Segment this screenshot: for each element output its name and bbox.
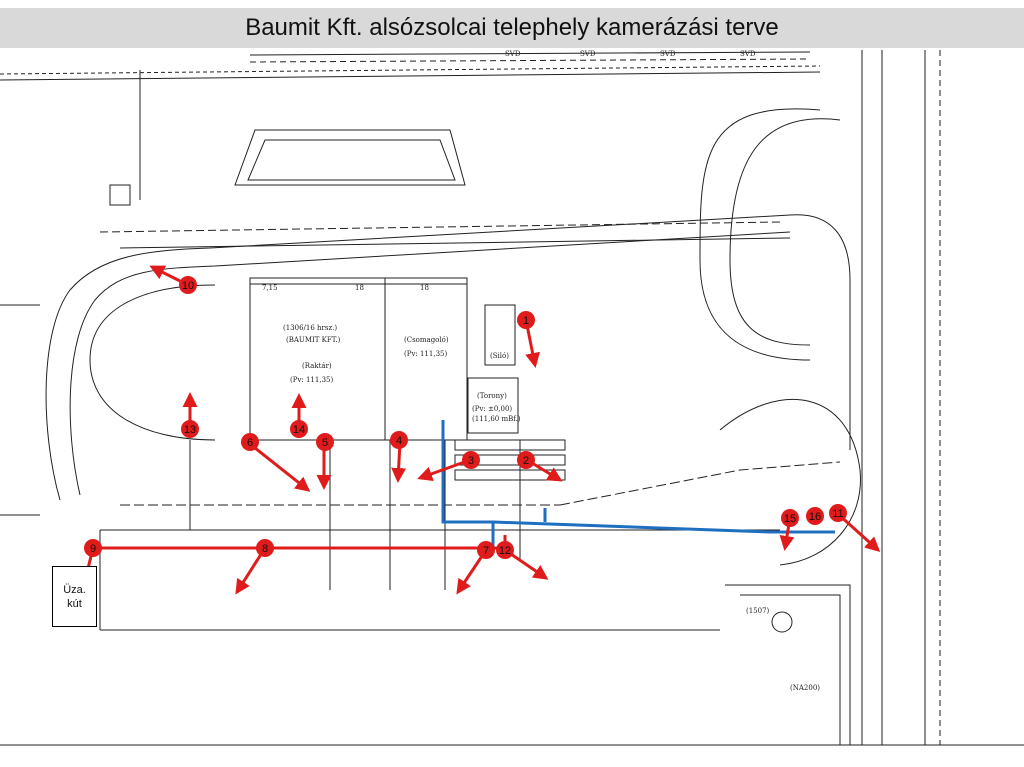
label-building-owner: (BAUMIT KFT.): [286, 336, 341, 344]
svg-text:2: 2: [523, 455, 529, 467]
camera-marker[interactable]: 12: [496, 541, 514, 559]
camera-cabling: [93, 420, 835, 550]
camera-marker[interactable]: 2: [517, 451, 535, 469]
page-title: Baumit Kft. alsózsolcai telephely kamerá…: [245, 14, 779, 41]
label-svd-2: SVD: [580, 50, 596, 58]
camera-marker[interactable]: 10: [179, 276, 197, 294]
label-tower: (Torony): [477, 392, 507, 400]
label-building-main: (1306/16 hrsz.): [283, 324, 337, 332]
label-warehouse: (Csomagoló): [404, 336, 449, 344]
well-box-line2: kút: [67, 597, 82, 610]
well-box-line1: Üza.: [63, 583, 86, 596]
svg-text:4: 4: [396, 435, 402, 447]
plan-labels: (1306/16 hrsz.) (BAUMIT KFT.) (Raktár) (…: [262, 50, 820, 692]
label-silo: (Siló): [490, 352, 509, 360]
label-tower-level: (Pv: ±0,00): [472, 405, 512, 413]
svg-text:10: 10: [182, 280, 194, 292]
svg-text:12: 12: [499, 545, 511, 557]
plan-linework: [0, 50, 1024, 746]
svg-text:3: 3: [468, 455, 474, 467]
blue-cable-b: [492, 520, 835, 534]
label-building-use: (Raktár): [302, 362, 332, 370]
svg-text:5: 5: [322, 437, 328, 449]
label-warehouse-level: (Pv: 111,35): [404, 350, 447, 358]
label-dim-a: 7,15: [262, 284, 278, 292]
label-building-level: (Pv: 111,35): [290, 376, 333, 384]
camera-marker[interactable]: 13: [181, 420, 199, 438]
camera-marker[interactable]: 6: [241, 433, 259, 451]
camera-marker[interactable]: 16: [806, 507, 824, 525]
camera-marker[interactable]: 15: [781, 509, 799, 527]
svg-text:16: 16: [809, 511, 821, 523]
arrow-icon: [417, 458, 471, 481]
svg-text:13: 13: [184, 424, 196, 436]
blue-cable-a: [441, 420, 495, 548]
camera-marker[interactable]: 11: [829, 504, 847, 522]
camera-marker[interactable]: 7: [477, 541, 495, 559]
camera-marker[interactable]: 9: [84, 539, 102, 557]
camera-marker[interactable]: 1: [517, 311, 535, 329]
camera-markers: 1 2 3 4 5 6 7 8: [84, 276, 847, 559]
svg-text:6: 6: [247, 437, 253, 449]
arrow-icon: [249, 442, 311, 492]
well-box: Üza. kút: [52, 566, 97, 627]
svg-text:9: 9: [90, 543, 96, 555]
svg-text:15: 15: [784, 513, 796, 525]
label-svd-3: SVD: [660, 50, 676, 58]
label-dim-b: 18: [355, 284, 364, 292]
svg-text:1: 1: [523, 315, 529, 327]
camera-marker[interactable]: 14: [290, 420, 308, 438]
camera-marker[interactable]: 5: [316, 433, 334, 451]
svg-text:7: 7: [483, 545, 489, 557]
svg-text:14: 14: [293, 424, 305, 436]
label-parcel: (1507): [746, 607, 770, 615]
label-sewer: (NA200): [790, 684, 820, 692]
label-svd-4: SVD: [740, 50, 756, 58]
title-bar: Baumit Kft. alsózsolcai telephely kamerá…: [0, 8, 1024, 48]
camera-marker[interactable]: 4: [390, 431, 408, 449]
svg-text:11: 11: [832, 508, 843, 520]
arrow-icon: [836, 512, 881, 553]
label-tower-level2: (111,60 mBf.): [472, 415, 521, 423]
camera-marker[interactable]: 8: [256, 539, 274, 557]
svg-text:8: 8: [262, 543, 268, 555]
camera-marker[interactable]: 3: [462, 451, 480, 469]
label-dim-c: 18: [420, 284, 429, 292]
label-svd-1: SVD: [505, 50, 521, 58]
